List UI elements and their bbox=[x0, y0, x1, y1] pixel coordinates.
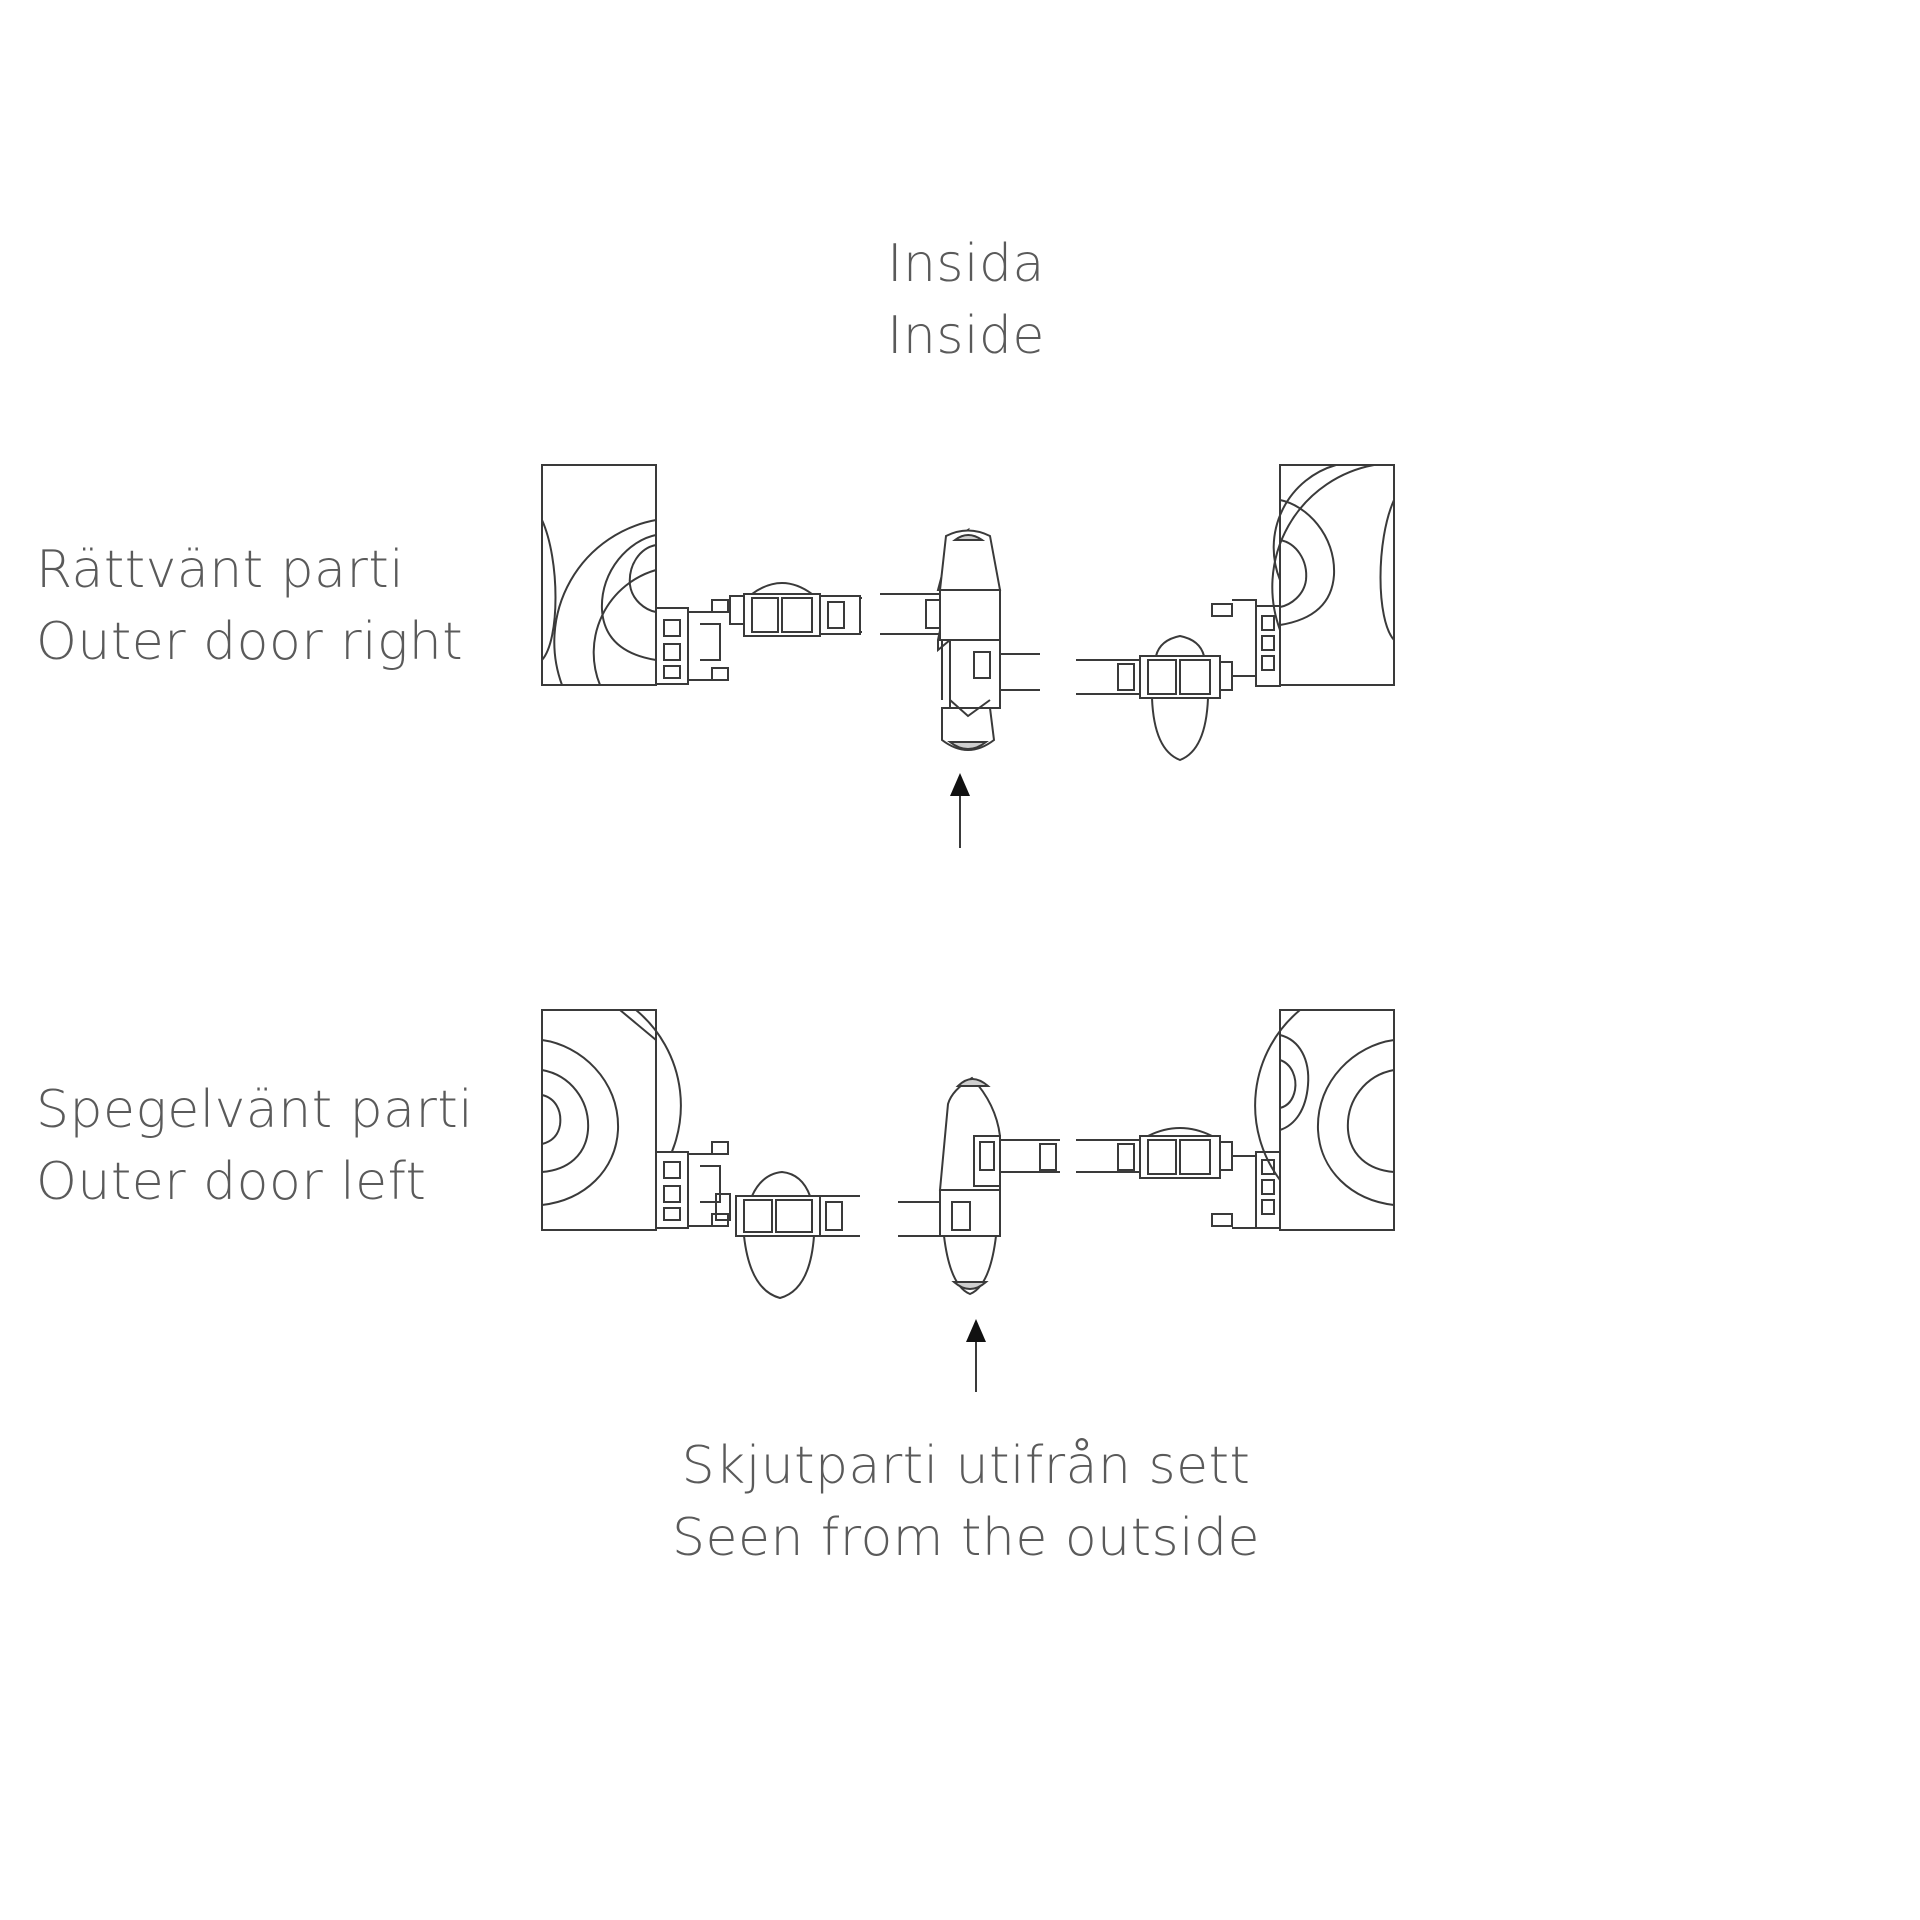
top-assembly bbox=[541, 464, 1395, 848]
top-left-frame-profile bbox=[655, 595, 745, 685]
bottom-right-sash bbox=[1076, 1127, 1233, 1179]
top-direction-arrow bbox=[950, 773, 970, 848]
outside-label: Skjutparti utifrån sett Seen from the ou… bbox=[672, 1430, 1260, 1574]
bottom-left-wall-block bbox=[541, 1009, 682, 1231]
bottom-assembly bbox=[541, 1009, 1395, 1392]
top-center-mullion bbox=[880, 527, 1040, 751]
top-left-sash bbox=[743, 582, 862, 637]
inside-label: Insida Inside bbox=[887, 228, 1045, 372]
bottom-left-frame-profile bbox=[655, 1141, 731, 1229]
right-door-label-sv: Rättvänt parti bbox=[36, 540, 405, 600]
bottom-center-mullion bbox=[898, 1076, 1060, 1296]
top-right-frame-profile bbox=[1211, 599, 1281, 687]
top-left-wall-block bbox=[541, 464, 657, 686]
left-door-label: Spegelvänt parti Outer door left bbox=[36, 1074, 473, 1218]
top-right-sash bbox=[1076, 634, 1233, 762]
outside-label-sv: Skjutparti utifrån sett bbox=[681, 1436, 1251, 1496]
right-door-label: Rättvänt parti Outer door right bbox=[36, 534, 463, 678]
left-door-label-sv: Spegelvänt parti bbox=[36, 1080, 474, 1140]
right-door-label-en: Outer door right bbox=[36, 612, 464, 672]
bottom-left-sash bbox=[735, 1170, 860, 1300]
bottom-direction-arrow bbox=[966, 1319, 986, 1392]
bottom-right-wall-block bbox=[1254, 1009, 1395, 1231]
top-right-wall-block bbox=[1271, 464, 1395, 686]
inside-label-sv: Insida bbox=[887, 234, 1045, 294]
outside-label-en: Seen from the outside bbox=[671, 1508, 1261, 1568]
inside-label-en: Inside bbox=[887, 306, 1045, 366]
left-door-label-en: Outer door left bbox=[36, 1152, 427, 1212]
